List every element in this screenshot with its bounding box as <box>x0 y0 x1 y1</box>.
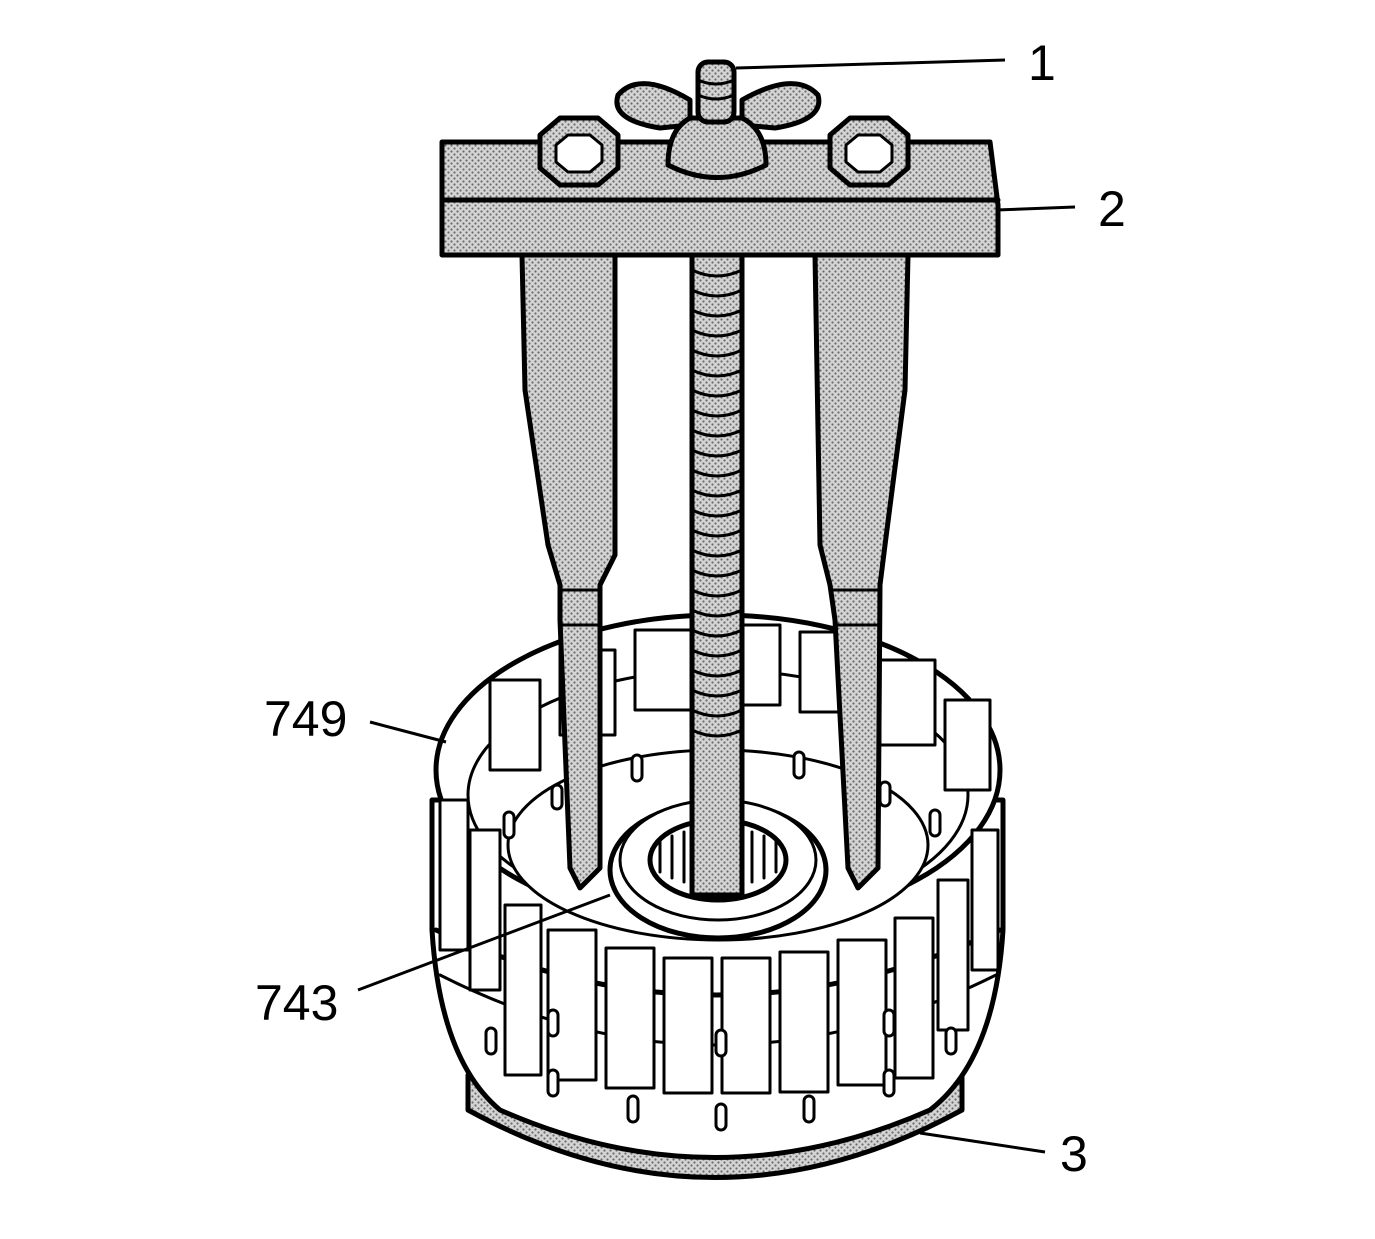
leader-749 <box>369 720 447 744</box>
hex-bolt-left <box>537 115 621 188</box>
leader-1 <box>735 58 1006 70</box>
drum-oil-holes <box>484 750 958 1132</box>
leader-743 <box>357 893 611 992</box>
callout-3: 3 <box>1060 1126 1088 1182</box>
leader-lines <box>357 58 1076 1154</box>
drum-splines <box>438 798 1000 1095</box>
leader-2 <box>995 205 1076 212</box>
puller-left-leg <box>519 252 618 891</box>
callout-1: 1 <box>1028 35 1056 91</box>
callout-749: 749 <box>264 691 347 747</box>
puller-right-leg <box>812 252 911 891</box>
leader-3 <box>919 1131 1046 1154</box>
callout-743: 743 <box>255 975 338 1031</box>
hex-bolt-right <box>827 115 911 188</box>
callout-2: 2 <box>1098 181 1126 237</box>
wing-nut <box>614 59 822 180</box>
puller-tool <box>439 59 1001 898</box>
